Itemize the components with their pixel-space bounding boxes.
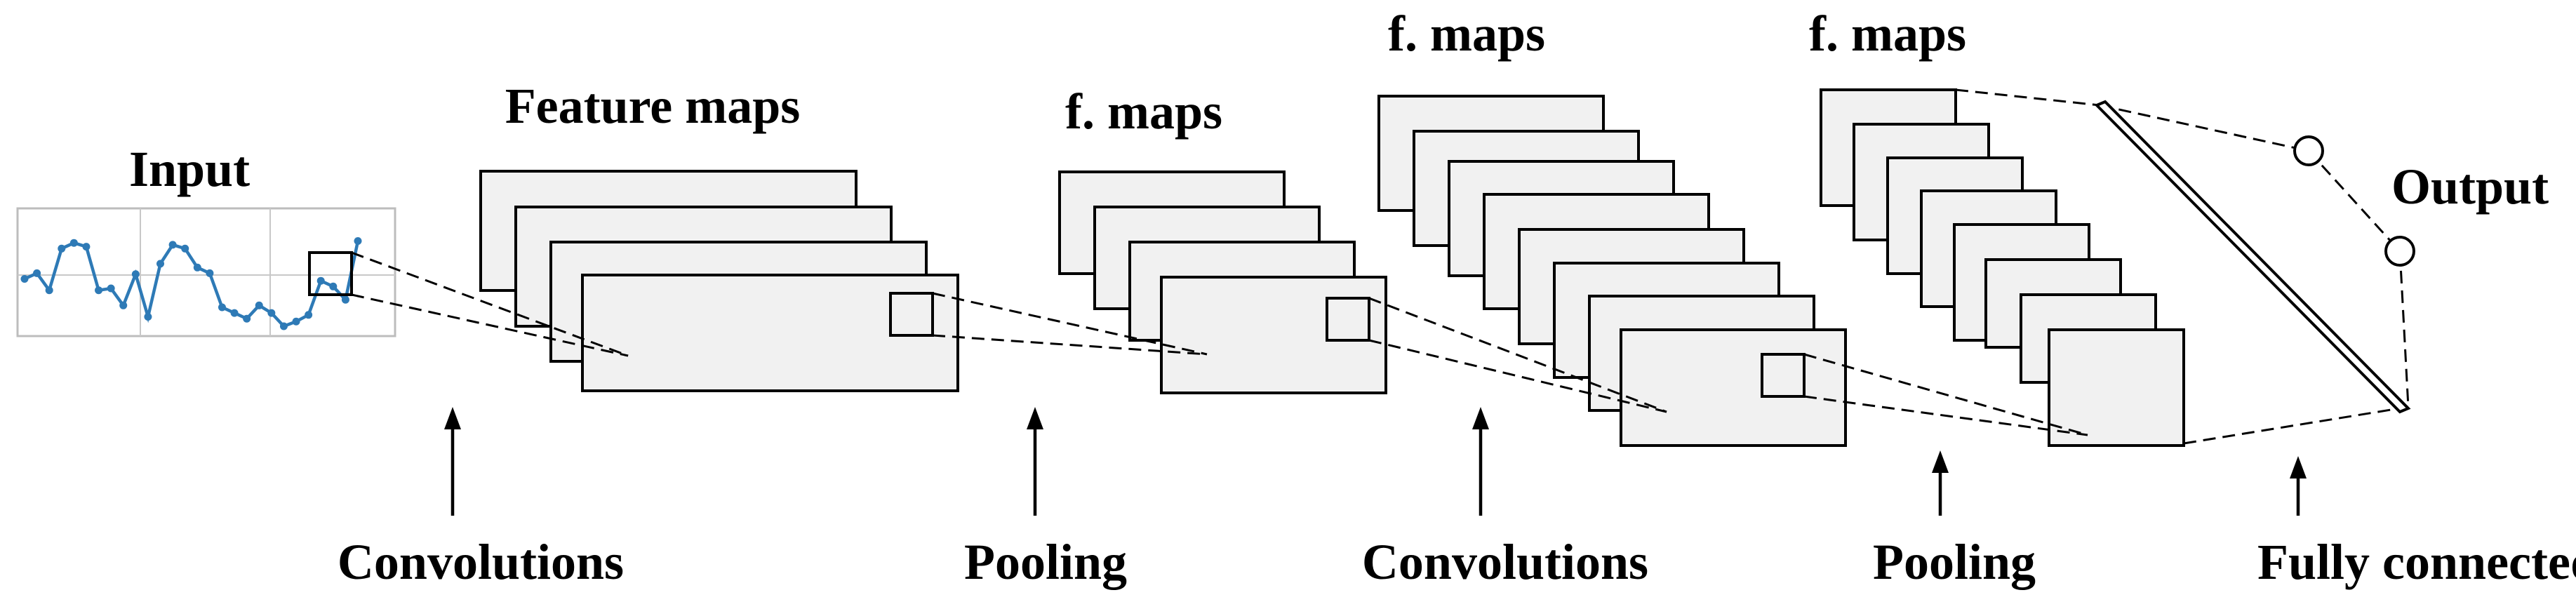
input-signal-plot bbox=[16, 207, 396, 337]
input-signal-point bbox=[305, 311, 313, 319]
connection-line bbox=[351, 293, 629, 357]
arrow-head-icon bbox=[2290, 456, 2307, 479]
input-signal-point bbox=[341, 295, 349, 304]
conv2-maps-stack bbox=[1377, 95, 1847, 447]
connection-line bbox=[2099, 104, 2309, 152]
input-signal-point bbox=[279, 322, 288, 330]
pool2-stage-label: Pooling bbox=[1873, 534, 2036, 590]
arrow-head-icon bbox=[1932, 450, 1949, 473]
input-signal-point bbox=[354, 237, 362, 245]
input-signal-point bbox=[267, 309, 276, 317]
connection-line bbox=[932, 292, 1208, 356]
input-signal-point bbox=[181, 244, 189, 253]
conv2-map bbox=[1620, 328, 1847, 447]
input-signal-point bbox=[82, 243, 91, 251]
fully-connected-layer bbox=[2094, 100, 2411, 414]
input-signal-point bbox=[218, 303, 226, 312]
fmaps-conv2-label: f. maps bbox=[1388, 6, 1545, 62]
connection-line bbox=[1803, 353, 2088, 436]
input-signal-point bbox=[95, 286, 103, 295]
input-signal-point bbox=[144, 313, 152, 321]
input-signal-point bbox=[243, 314, 251, 323]
input-signal-point bbox=[255, 301, 263, 309]
input-signal-point bbox=[316, 276, 325, 285]
input-signal-point bbox=[107, 284, 115, 293]
connection-line bbox=[932, 334, 1208, 356]
pooled-map bbox=[1160, 276, 1387, 394]
pool2-map bbox=[2048, 328, 2185, 447]
input-signal-point bbox=[329, 282, 338, 290]
arrow-head-icon bbox=[444, 407, 461, 429]
arrow-head-icon bbox=[1472, 407, 1489, 429]
stage-arrows bbox=[444, 407, 2307, 516]
arrow-head-icon bbox=[1027, 407, 1043, 429]
connection-line bbox=[1368, 297, 1667, 413]
fc-stage-label: Fully connected bbox=[2257, 534, 2576, 590]
feature-map-window bbox=[889, 292, 934, 337]
connection-line bbox=[1368, 339, 1667, 413]
input-signal-point bbox=[45, 286, 53, 295]
pooled-map-window bbox=[1326, 297, 1370, 342]
connection-line bbox=[1803, 395, 2088, 436]
connection-line bbox=[351, 251, 629, 357]
pool2-maps-stack bbox=[1820, 88, 2185, 447]
input-signal-point bbox=[156, 260, 165, 268]
connection-line bbox=[2307, 149, 2401, 253]
input-signal-point bbox=[292, 317, 300, 326]
output-node bbox=[2293, 135, 2324, 166]
input-signal-point bbox=[58, 244, 66, 253]
input-signal-point bbox=[206, 269, 214, 277]
input-signal-point bbox=[131, 270, 140, 279]
pooled-maps-stack bbox=[1058, 170, 1387, 394]
input-signal-point bbox=[119, 301, 128, 309]
input-label: Input bbox=[129, 141, 250, 197]
input-signal-line bbox=[24, 241, 360, 328]
connection-line bbox=[2183, 406, 2409, 445]
connection-line bbox=[2398, 250, 2410, 408]
conv2-stage-label: Convolutions bbox=[1362, 534, 1648, 590]
fmaps-pool2-label: f. maps bbox=[1809, 6, 1966, 62]
input-signal-series bbox=[20, 237, 362, 330]
input-signal-point bbox=[33, 269, 41, 277]
input-signal-point bbox=[168, 241, 177, 249]
input-signal-point bbox=[69, 239, 78, 247]
output-label: Output bbox=[2391, 159, 2549, 215]
conv1-stage-label: Convolutions bbox=[338, 534, 624, 590]
input-signal-point bbox=[230, 309, 239, 317]
input-signal-point bbox=[193, 263, 201, 272]
feature-maps-stack bbox=[479, 170, 959, 392]
input-signal-point bbox=[20, 275, 29, 283]
output-node bbox=[2384, 236, 2415, 267]
input-receptive-window bbox=[308, 251, 353, 296]
pool1-stage-label: Pooling bbox=[964, 534, 1127, 590]
connection-lines bbox=[351, 88, 2410, 445]
conv2-map-window bbox=[1761, 353, 1806, 398]
feature-maps-label: Feature maps bbox=[505, 78, 801, 134]
connection-line bbox=[1955, 88, 2100, 107]
fmaps-pool1-label: f. maps bbox=[1065, 83, 1222, 140]
